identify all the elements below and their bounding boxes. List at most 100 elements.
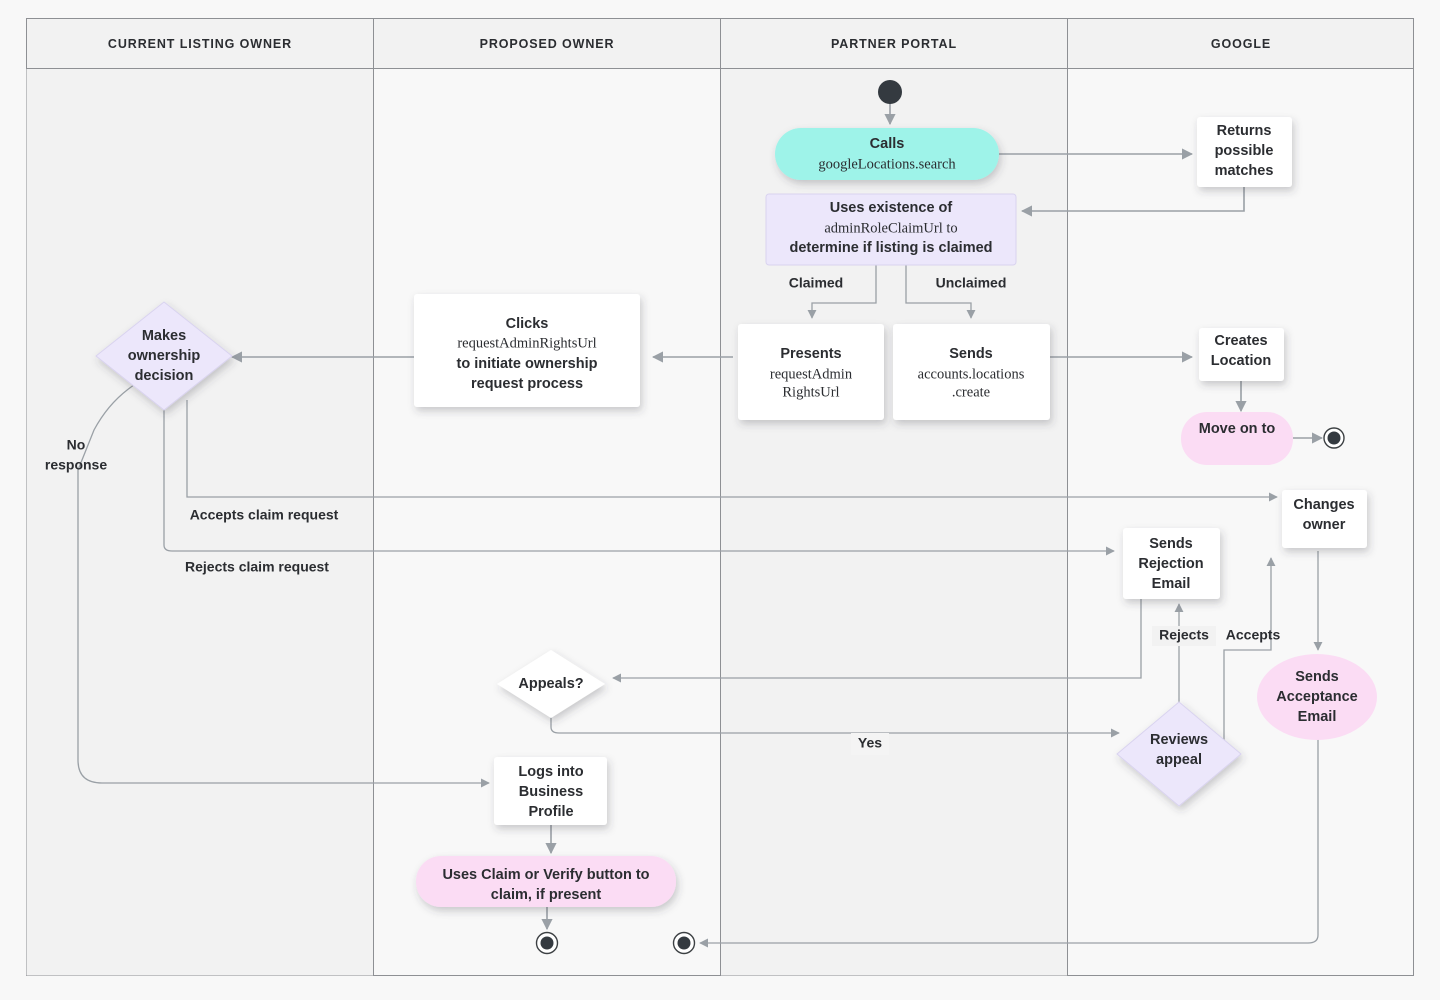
- node-makes-ownership-decision[interactable]: [95, 301, 233, 411]
- node-uses-existence-label: Uses existence of adminRoleClaimUrl to d…: [789, 200, 992, 256]
- node-line: Move on to: [1199, 421, 1276, 437]
- edge-rejection-email-to-appeals: [612, 598, 1142, 683]
- edge-uses-to-sends-unclaimed: [905, 265, 976, 319]
- node-line: Uses Claim or Verify button to: [442, 867, 649, 883]
- edge-label-yes: Yes: [858, 735, 882, 751]
- edge-acceptance-email-to-end: [699, 735, 1319, 948]
- node-line: claim, if present: [491, 887, 602, 903]
- node-line: Business: [519, 784, 583, 800]
- node-line: Creates: [1214, 333, 1267, 349]
- node-line: Presents: [780, 346, 841, 362]
- node-line: possible: [1215, 143, 1274, 159]
- edge-rejects-claim-to-rejection-email: [163, 392, 1115, 556]
- end-node-proposed-owner-a: [535, 931, 559, 955]
- node-line: to initiate ownership: [457, 356, 598, 372]
- lane-header-label: PARTNER PORTAL: [831, 37, 957, 51]
- node-clicks-label: Clicks requestAdminRightsUrl to initiate…: [457, 316, 598, 392]
- node-line: Logs into: [518, 764, 583, 780]
- edges: [77, 103, 1324, 948]
- node-line: Rejection: [1138, 556, 1203, 572]
- node-line: request process: [471, 376, 583, 392]
- node-creates-location[interactable]: [1199, 328, 1284, 381]
- node-uses-claim-or-verify-label: Uses Claim or Verify button to claim, if…: [442, 867, 649, 903]
- node-reviews-appeal-label: Reviews appeal: [1150, 732, 1208, 768]
- node-line: googleLocations.search: [818, 156, 956, 172]
- edge-label-unclaimed: Unclaimed: [936, 275, 1007, 291]
- node-reviews-appeal-decision[interactable]: [1116, 701, 1242, 807]
- node-presents-label: Presents requestAdmin RightsUrl: [770, 346, 853, 401]
- node-line: Sends: [1149, 536, 1193, 552]
- node-uses-claim-or-verify-button[interactable]: [416, 856, 676, 907]
- node-presents-request-admin-rights-url[interactable]: [738, 324, 884, 420]
- node-line: adminRoleClaimUrl to: [824, 220, 957, 236]
- node-calls-google-locations-search-label: Calls googleLocations.search: [818, 136, 956, 173]
- node-clicks-request-admin-rights-url[interactable]: [414, 294, 640, 407]
- edge-appeals-yes-to-reviews: [550, 716, 1120, 738]
- node-changes-owner[interactable]: [1282, 490, 1367, 548]
- node-line: requestAdminRightsUrl: [457, 335, 596, 351]
- node-returns-possible-matches-label: Returns possible matches: [1215, 123, 1274, 179]
- node-line: Calls: [870, 136, 905, 152]
- node-move-on-to-label: Move on to: [1199, 421, 1276, 437]
- node-line: Returns: [1217, 123, 1272, 139]
- node-uses-existence-admin-role-claim-url[interactable]: [765, 193, 1017, 266]
- node-sends-create-label: Sends accounts.locations .create: [918, 346, 1025, 401]
- node-line: Sends: [1295, 669, 1339, 685]
- lane-header-label: PROPOSED OWNER: [480, 37, 615, 51]
- lane-header-current-listing-owner: CURRENT LISTING OWNER: [108, 37, 292, 51]
- node-line: Profile: [528, 804, 573, 820]
- node-line: ownership: [128, 348, 201, 364]
- node-line: matches: [1215, 163, 1274, 179]
- edge-label-no-response-line2: response: [45, 457, 107, 473]
- lane-header-partner-portal: PARTNER PORTAL: [831, 37, 957, 51]
- node-line: requestAdmin: [770, 366, 853, 382]
- node-line: Appeals?: [518, 676, 583, 692]
- node-logs-into-business-profile[interactable]: [494, 757, 607, 825]
- edge-accepts-claim-to-changes-owner: [186, 400, 1278, 502]
- node-creates-location-label: Creates Location: [1211, 333, 1271, 369]
- node-changes-owner-label: Changes owner: [1293, 497, 1354, 533]
- node-line: Acceptance: [1276, 689, 1357, 705]
- node-returns-possible-matches[interactable]: [1197, 117, 1292, 187]
- node-calls-google-locations-search[interactable]: [775, 128, 999, 180]
- edge-returns-to-uses: [1020, 187, 1245, 217]
- node-line: accounts.locations: [918, 366, 1025, 382]
- node-line: determine if listing is claimed: [789, 240, 992, 256]
- node-line: Changes: [1293, 497, 1354, 513]
- edge-label-rejects: Rejects: [1159, 627, 1209, 643]
- lane-header-proposed-owner: PROPOSED OWNER: [480, 37, 615, 51]
- node-sends-rejection-email[interactable]: [1123, 528, 1220, 599]
- node-appeals-decision[interactable]: [497, 650, 605, 718]
- node-line: Uses existence of: [830, 200, 953, 216]
- end-node-proposed-owner-b: [672, 931, 696, 955]
- node-line: Location: [1211, 353, 1271, 369]
- edge-reviews-accepts-to-changes-owner: [1223, 557, 1276, 748]
- edge-labels: Claimed Unclaimed No response Accepts cl…: [45, 273, 1281, 755]
- node-sends-acceptance-email-label: Sends Acceptance Email: [1276, 669, 1357, 725]
- node-line: Email: [1152, 576, 1191, 592]
- node-sends-rejection-email-label: Sends Rejection Email: [1138, 536, 1203, 592]
- edge-label-claimed: Claimed: [789, 275, 843, 291]
- edge-no-response-to-logs-in: [77, 382, 490, 788]
- node-makes-ownership-decision-label: Makes ownership decision: [128, 328, 201, 384]
- lane-header-google: GOOGLE: [1211, 37, 1271, 51]
- lane-header-label: CURRENT LISTING OWNER: [108, 37, 292, 51]
- edge-label-rejects-claim-request: Rejects claim request: [185, 559, 329, 575]
- node-line: decision: [135, 368, 194, 384]
- edge-label-accepts-claim-request: Accepts claim request: [190, 507, 339, 523]
- node-line: Sends: [949, 346, 993, 362]
- edge-label-accepts: Accepts: [1226, 627, 1281, 643]
- start-node: [878, 80, 902, 104]
- node-sends-acceptance-email[interactable]: [1257, 654, 1377, 740]
- edge-uses-to-presents-claimed: [807, 265, 877, 319]
- edge-label-no-response-line1: No: [67, 437, 86, 453]
- node-move-on-to[interactable]: [1181, 412, 1293, 465]
- end-node-google: [1323, 427, 1345, 449]
- node-sends-accounts-locations-create[interactable]: [893, 324, 1050, 420]
- lane-header-label: GOOGLE: [1211, 37, 1271, 51]
- node-line: owner: [1303, 517, 1346, 533]
- node-line: RightsUrl: [782, 384, 839, 400]
- node-line: Makes: [142, 328, 186, 344]
- node-line: Email: [1298, 709, 1337, 725]
